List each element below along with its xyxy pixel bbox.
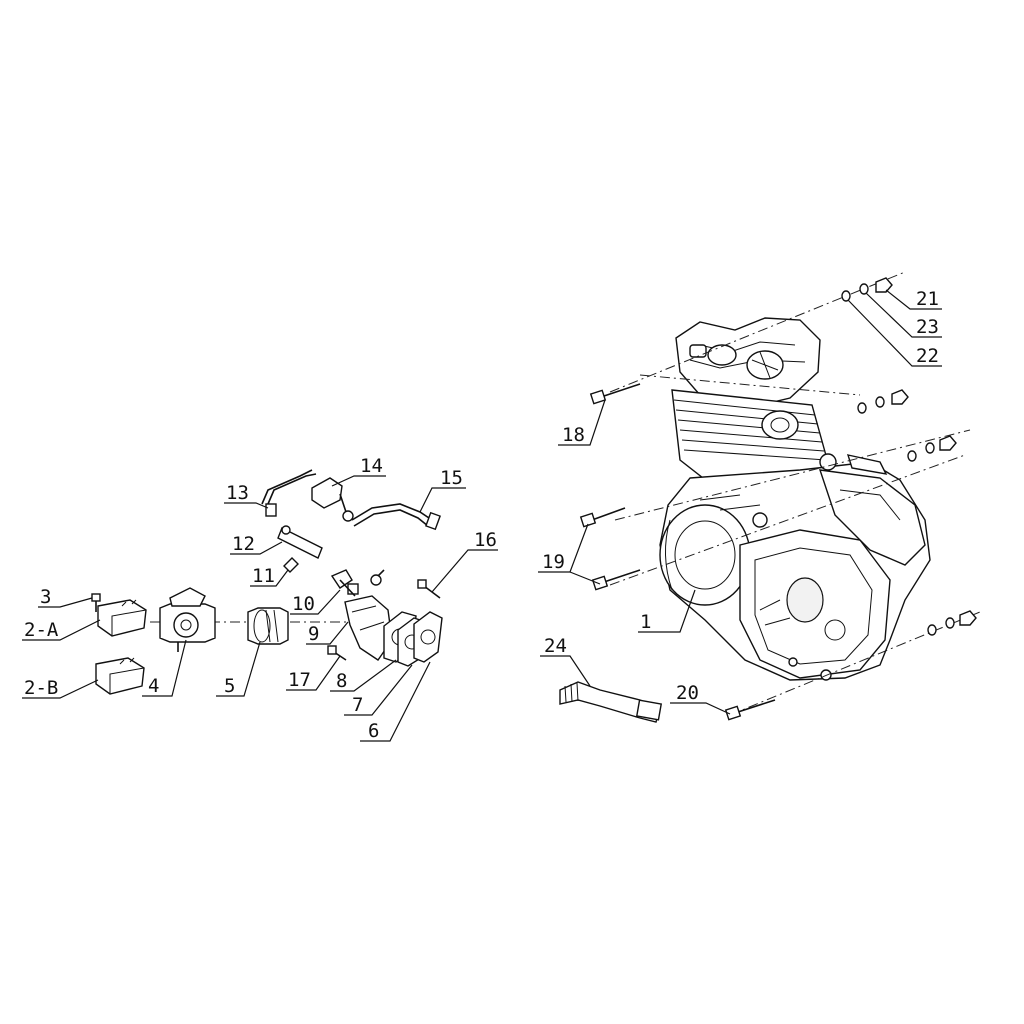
ecu-module-2b (95, 657, 145, 695)
intake-boot-5 (247, 607, 289, 645)
assembly-axis-lines (609, 271, 981, 716)
callout-3: 3 (40, 586, 51, 608)
callout-9: 9 (308, 623, 319, 645)
callout-15: 15 (440, 467, 463, 489)
ecu-module-2a (97, 599, 147, 637)
bracket-13 (261, 469, 317, 517)
callout-7: 7 (352, 694, 363, 716)
callout-14: 14 (360, 455, 383, 477)
bolt-19 (579, 507, 641, 591)
fuel-filter-14 (311, 477, 354, 522)
callout-11: 11 (252, 565, 275, 587)
callout-17: 17 (288, 669, 311, 691)
callout-4: 4 (148, 675, 159, 697)
bolt-20 (724, 699, 776, 721)
screw-3 (91, 593, 101, 612)
callout-21: 21 (916, 288, 939, 310)
callout-2-b: 2-B (24, 677, 58, 699)
callout-labels: 1 2-A 2-B 3 4 5 6 7 8 9 10 11 12 13 14 1… (24, 288, 939, 742)
callout-10: 10 (292, 593, 315, 615)
callout-24: 24 (544, 635, 567, 657)
fuel-rail-12 (277, 525, 323, 559)
bolt-18 (589, 383, 641, 405)
callout-1: 1 (640, 611, 651, 633)
callout-22: 22 (916, 345, 939, 367)
callout-20: 20 (676, 682, 699, 704)
callout-12: 12 (232, 533, 255, 555)
callout-19: 19 (542, 551, 565, 573)
callout-18: 18 (562, 424, 585, 446)
callout-5: 5 (224, 675, 235, 697)
callout-2-a: 2-A (24, 619, 59, 641)
callout-6: 6 (368, 720, 379, 742)
leader-lines (22, 289, 942, 742)
fuel-hose-15 (351, 503, 441, 531)
kick-start-lever-24 (559, 681, 663, 723)
gaskets-6-7-8 (383, 611, 443, 667)
callout-23: 23 (916, 316, 939, 338)
nuts-washers (841, 277, 977, 636)
throttle-body-4 (150, 587, 440, 652)
callout-16: 16 (474, 529, 497, 551)
callout-13: 13 (226, 482, 249, 504)
bolt-17 (327, 645, 347, 661)
bolt-16 (417, 579, 441, 599)
fuel-injector-10 (330, 569, 385, 597)
engine-assembly (659, 317, 931, 681)
clip-11 (283, 557, 299, 573)
callout-8: 8 (336, 670, 347, 692)
